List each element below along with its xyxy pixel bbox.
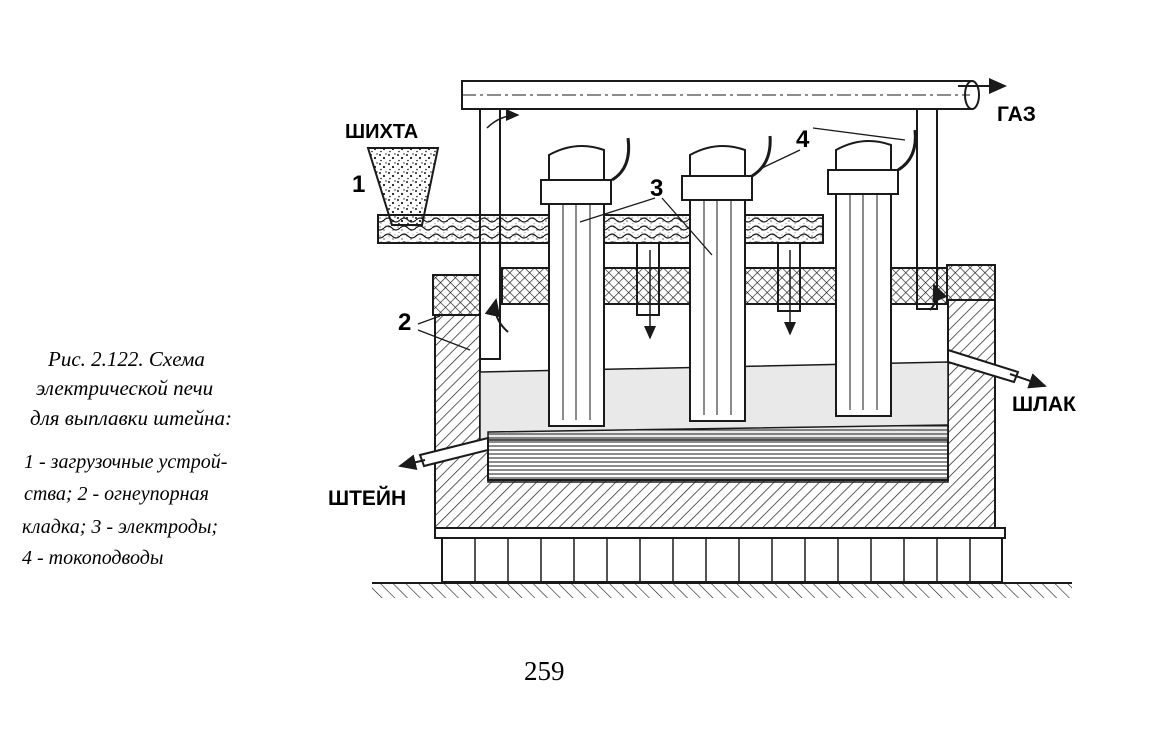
callout-4: 4 [796, 126, 810, 153]
slag-taphole [947, 348, 1047, 389]
caption-legend-4: 4 - токоподводы [22, 547, 163, 569]
callout-2: 2 [398, 309, 411, 336]
callout-3: 3 [650, 175, 663, 202]
label-matte: ШТЕЙН [328, 486, 406, 510]
electrode-right [827, 129, 917, 417]
caption-title-3: для выплавки штейна: [30, 406, 232, 430]
matte-taphole [398, 436, 489, 471]
caption-legend-1: 1 - загрузочные устрой- [24, 451, 227, 473]
label-slag: ШЛАК [1012, 393, 1076, 416]
callout-1: 1 [352, 171, 365, 198]
ground [372, 582, 1072, 598]
label-gas: ГАЗ [997, 103, 1036, 126]
leader-lines [417, 127, 906, 351]
electrode-middle [681, 135, 772, 422]
label-charge: ШИХТА [345, 121, 418, 143]
caption-legend-2: ства; 2 - огнеупорная [24, 483, 209, 505]
gas-pipe [461, 78, 1007, 110]
charge-hopper [366, 147, 440, 226]
caption-title-2: электрической печи [36, 376, 213, 400]
caption-legend-3: кладка; 3 - электроды; [22, 516, 218, 538]
foundation [441, 537, 1003, 583]
caption-title-1: Рис. 2.122. Схема [47, 347, 205, 371]
figure-caption: Рис. 2.122. Схема электрической печи для… [22, 347, 232, 569]
page-number: 259 [524, 656, 565, 686]
electrode-left [540, 137, 631, 427]
